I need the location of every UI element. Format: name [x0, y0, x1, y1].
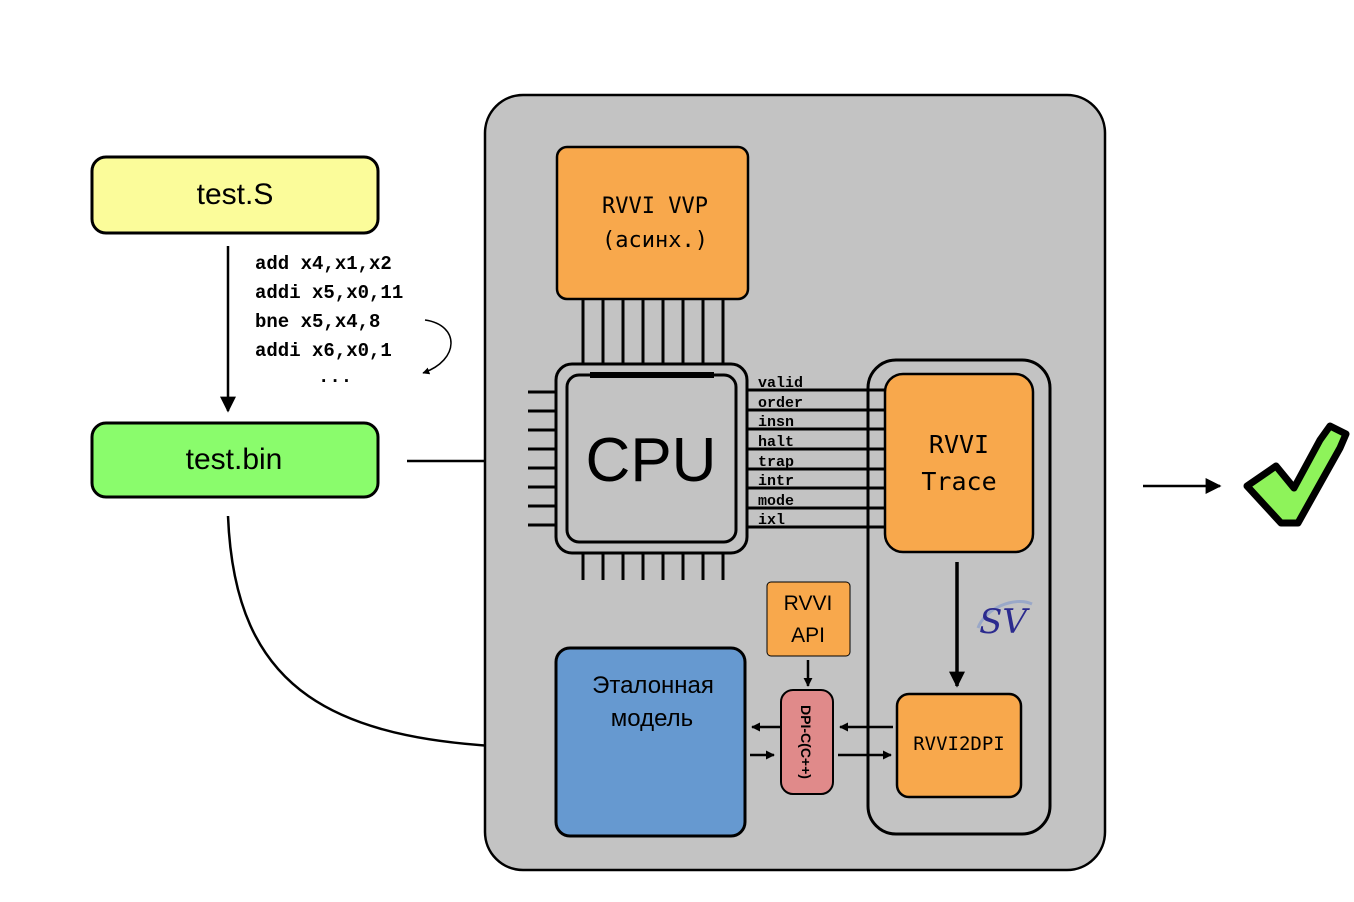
api-label-line1: RVVI — [784, 592, 833, 615]
signal-label: valid — [758, 375, 803, 392]
signal-label: insn — [758, 414, 794, 431]
signal-bus — [747, 388, 886, 529]
trace-label-line1: RVVI — [929, 430, 989, 459]
dpi-label: DPI-C(C++) — [798, 705, 814, 779]
rvvi2dpi-block: RVVI2DPI — [895, 692, 1023, 799]
rvvi-trace-block: RVVI Trace — [883, 372, 1035, 554]
binary-to-model-arrow — [226, 515, 547, 756]
api-label-line2: API — [791, 624, 825, 647]
code-line: ... — [318, 366, 352, 388]
systemverilog-logo: SV — [976, 600, 1033, 642]
sv-logo-text: SV — [979, 602, 1030, 642]
signal-label: order — [758, 395, 803, 412]
code-line: addi x6,x0,1 — [255, 340, 392, 362]
rvvi-vvp-block: RVVI VVP (асинх.) — [555, 145, 750, 301]
code-line: bne x5,x4,8 — [255, 311, 380, 333]
vvp-label-line1: RVVI VVP — [602, 194, 708, 219]
reference-model-label-line1: Эталонная — [592, 672, 714, 699]
binary-file-node: test.bin — [90, 421, 380, 499]
cpu-label: CPU — [586, 426, 717, 495]
source-file-label: test.S — [197, 178, 274, 211]
reference-model-label-line2: модель — [611, 705, 693, 732]
signal-label: intr — [758, 473, 794, 490]
signal-label: halt — [758, 434, 794, 451]
trace-container — [866, 358, 1052, 836]
rvvi2dpi-label: RVVI2DPI — [913, 733, 1005, 755]
signal-labels: valid order insn halt trap intr mode ixl — [758, 375, 803, 529]
rvvi-api-block: RVVI API — [766, 581, 851, 657]
checkmark-icon — [1243, 422, 1350, 527]
code-line: add x4,x1,x2 — [255, 253, 392, 275]
cpu-bottom-pins — [581, 552, 725, 580]
dpi-c-block: DPI-C(C++) — [780, 689, 834, 795]
cpu-chip: CPU — [554, 362, 749, 555]
vvp-cpu-bus — [581, 300, 725, 365]
code-line: addi x5,x0,11 — [255, 282, 403, 304]
reference-model-block: Эталонная модель — [554, 646, 747, 838]
vvp-label-line2: (асинх.) — [602, 228, 708, 253]
signal-label: trap — [758, 454, 794, 471]
binary-file-label: test.bin — [186, 443, 283, 476]
signal-label: ixl — [758, 512, 785, 529]
trace-label-line2: Trace — [921, 467, 996, 496]
source-file-node: test.S — [90, 155, 380, 235]
cpu-left-pins — [528, 390, 557, 527]
branch-loop-arrow — [422, 319, 452, 375]
signal-label: mode — [758, 493, 794, 510]
code-listing: add x4,x1,x2 addi x5,x0,11 bne x5,x4,8 a… — [255, 253, 452, 388]
